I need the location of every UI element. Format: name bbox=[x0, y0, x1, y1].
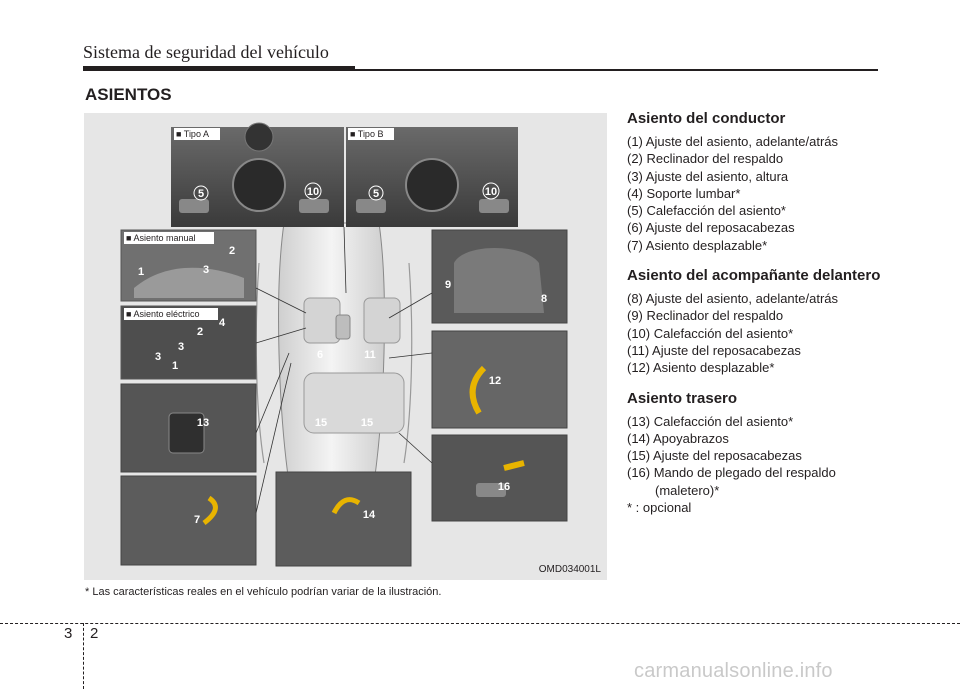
leader-lines bbox=[255, 226, 433, 514]
list-item: (5) Calefacción del asiento* bbox=[627, 203, 786, 219]
list-item: (8) Ajuste del asiento, adelante/atrás bbox=[627, 291, 839, 307]
badge-3e2: 3 bbox=[178, 341, 184, 353]
list-item: (11) Ajuste del reposacabezas bbox=[627, 342, 801, 358]
heading-trasero: Asiento trasero bbox=[627, 389, 738, 407]
section-title: ASIENTOS bbox=[85, 85, 172, 104]
list-item: (6) Ajuste del reposacabezas bbox=[627, 220, 795, 236]
badge-1: 1 bbox=[138, 266, 144, 278]
header-rule-thin bbox=[355, 69, 878, 71]
badge-6: 6 bbox=[317, 349, 323, 361]
label-asiento-electrico: ■ Asiento eléctrico bbox=[126, 309, 199, 319]
badge-10b: 10 bbox=[485, 186, 497, 198]
optional-note: * : opcional bbox=[627, 500, 692, 516]
label-tipo-b: ■ Tipo B bbox=[350, 129, 383, 139]
badge-7: 7 bbox=[194, 514, 200, 526]
rear-bench bbox=[303, 372, 405, 434]
list-item: (14) Apoyabrazos bbox=[627, 430, 729, 446]
figure-code: OMD034001L bbox=[538, 564, 601, 575]
badge-14: 14 bbox=[363, 509, 376, 521]
page-number: 2 bbox=[90, 625, 99, 642]
badge-3e1: 3 bbox=[155, 351, 161, 363]
list-item: (9) Reclinador del respaldo bbox=[627, 308, 784, 324]
badge-5a: 5 bbox=[198, 188, 204, 200]
seat-illustration: 5 10 5 10 2 1 3 2 4 3 3 1 13 7 6 11 15 1… bbox=[84, 113, 607, 580]
badge-3: 3 bbox=[203, 264, 209, 276]
trunk-lever-box bbox=[431, 434, 568, 522]
badge-15a: 15 bbox=[315, 417, 327, 429]
badge-8: 8 bbox=[541, 293, 547, 305]
driver-seat bbox=[303, 297, 341, 344]
badge-12: 12 bbox=[489, 375, 501, 387]
list-item: (7) Asiento desplazable* bbox=[627, 237, 768, 253]
badge-9: 9 bbox=[445, 279, 451, 291]
list-item: (15) Ajuste del reposacabezas bbox=[627, 448, 802, 464]
badge-11: 11 bbox=[364, 349, 376, 361]
footer-dashed-rule bbox=[0, 623, 960, 624]
walk-in-box bbox=[120, 475, 257, 566]
badge-15b: 15 bbox=[361, 417, 373, 429]
badge-10a: 10 bbox=[307, 186, 319, 198]
passenger-seat bbox=[363, 297, 401, 344]
badge-2e: 2 bbox=[197, 326, 203, 338]
list-item: (10) Calefacción del asiento* bbox=[627, 325, 794, 341]
badge-4e: 4 bbox=[219, 317, 226, 329]
badge-5b: 5 bbox=[373, 188, 379, 200]
legend-column: Asiento del conductor (1) Ajuste del asi… bbox=[627, 110, 917, 516]
list-item: (3) Ajuste del asiento, altura bbox=[627, 168, 789, 184]
badge-13: 13 bbox=[197, 417, 209, 429]
armrest-box bbox=[275, 471, 412, 567]
list-item: (16) Mando de plegado del respaldo bbox=[627, 465, 836, 481]
seat-illustration-svg: 5 10 5 10 2 1 3 2 4 3 3 1 13 7 6 11 15 1… bbox=[120, 122, 568, 567]
list-item: (13) Calefacción del asiento* bbox=[627, 413, 794, 429]
heading-conductor: Asiento del conductor bbox=[627, 110, 786, 127]
list-item: (2) Reclinador del respaldo bbox=[627, 151, 784, 167]
badge-1e: 1 bbox=[172, 360, 178, 372]
passenger-walkin-box bbox=[431, 330, 568, 429]
heading-acompanante: Asiento del acompañante delantero bbox=[627, 267, 881, 285]
header-rule-thick bbox=[83, 66, 355, 71]
badge-16: 16 bbox=[498, 481, 510, 493]
badge-2: 2 bbox=[229, 245, 235, 257]
list-item: (4) Soporte lumbar* bbox=[627, 185, 741, 201]
label-tipo-a: ■ Tipo A bbox=[176, 129, 209, 139]
watermark: carmanualsonline.info bbox=[634, 660, 833, 682]
chapter-title: Sistema de seguridad del vehículo bbox=[83, 42, 329, 62]
list-item: (12) Asiento desplazable* bbox=[627, 360, 775, 376]
list-item: (maletero)* bbox=[655, 482, 720, 498]
figure-footnote: * Las características reales en el vehíc… bbox=[85, 586, 442, 598]
label-asiento-manual: ■ Asiento manual bbox=[126, 233, 195, 243]
page-section-number: 3 bbox=[64, 625, 73, 642]
footer-dashed-divider bbox=[83, 623, 84, 689]
list-item: (1) Ajuste del asiento, adelante/atrás bbox=[627, 134, 839, 149]
